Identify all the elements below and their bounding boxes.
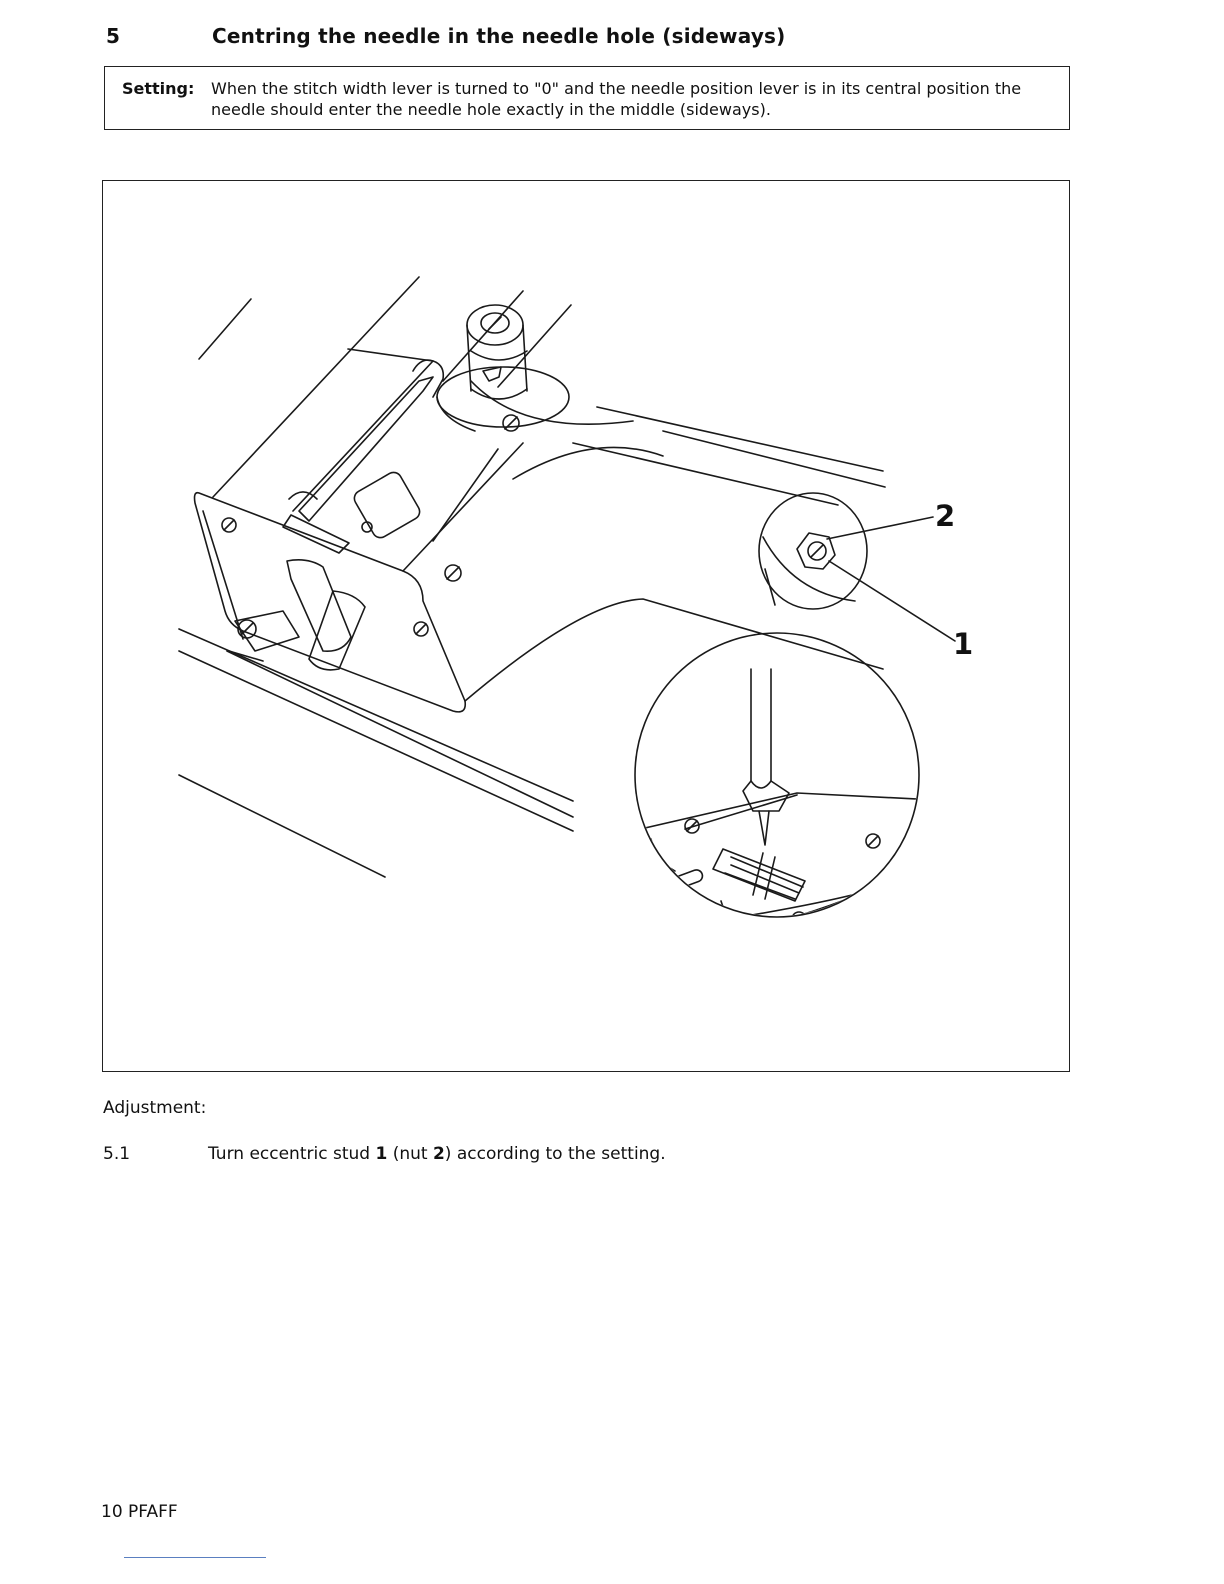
footer-brand: PFAFF xyxy=(128,1502,178,1522)
page-footer: 10 PFAFF xyxy=(101,1502,178,1522)
figure-frame: 2 1 xyxy=(102,180,1070,1072)
callout-1: 1 xyxy=(953,627,974,661)
setting-label: Setting: xyxy=(122,79,195,98)
step-text: Turn eccentric stud 1 (nut 2) according … xyxy=(208,1144,666,1164)
step-text-before: Turn eccentric stud xyxy=(208,1144,376,1164)
setting-text: When the stitch width lever is turned to… xyxy=(211,79,1022,119)
page-number: 10 xyxy=(101,1502,123,1522)
adjustment-label: Adjustment: xyxy=(103,1098,207,1118)
step-ref-2: 2 xyxy=(432,1144,445,1164)
section-number: 5 xyxy=(106,24,121,48)
step-text-mid: (nut xyxy=(387,1144,433,1164)
step-ref-1: 1 xyxy=(375,1144,388,1164)
section-title: Centring the needle in the needle hole (… xyxy=(212,24,786,48)
step-number: 5.1 xyxy=(103,1144,131,1164)
setting-box: Setting: When the stitch width lever is … xyxy=(104,66,1070,130)
callout-2: 2 xyxy=(935,499,956,533)
footer-rule xyxy=(124,1557,266,1558)
step-text-after: ) according to the setting. xyxy=(444,1144,666,1164)
machine-illustration xyxy=(178,276,956,918)
